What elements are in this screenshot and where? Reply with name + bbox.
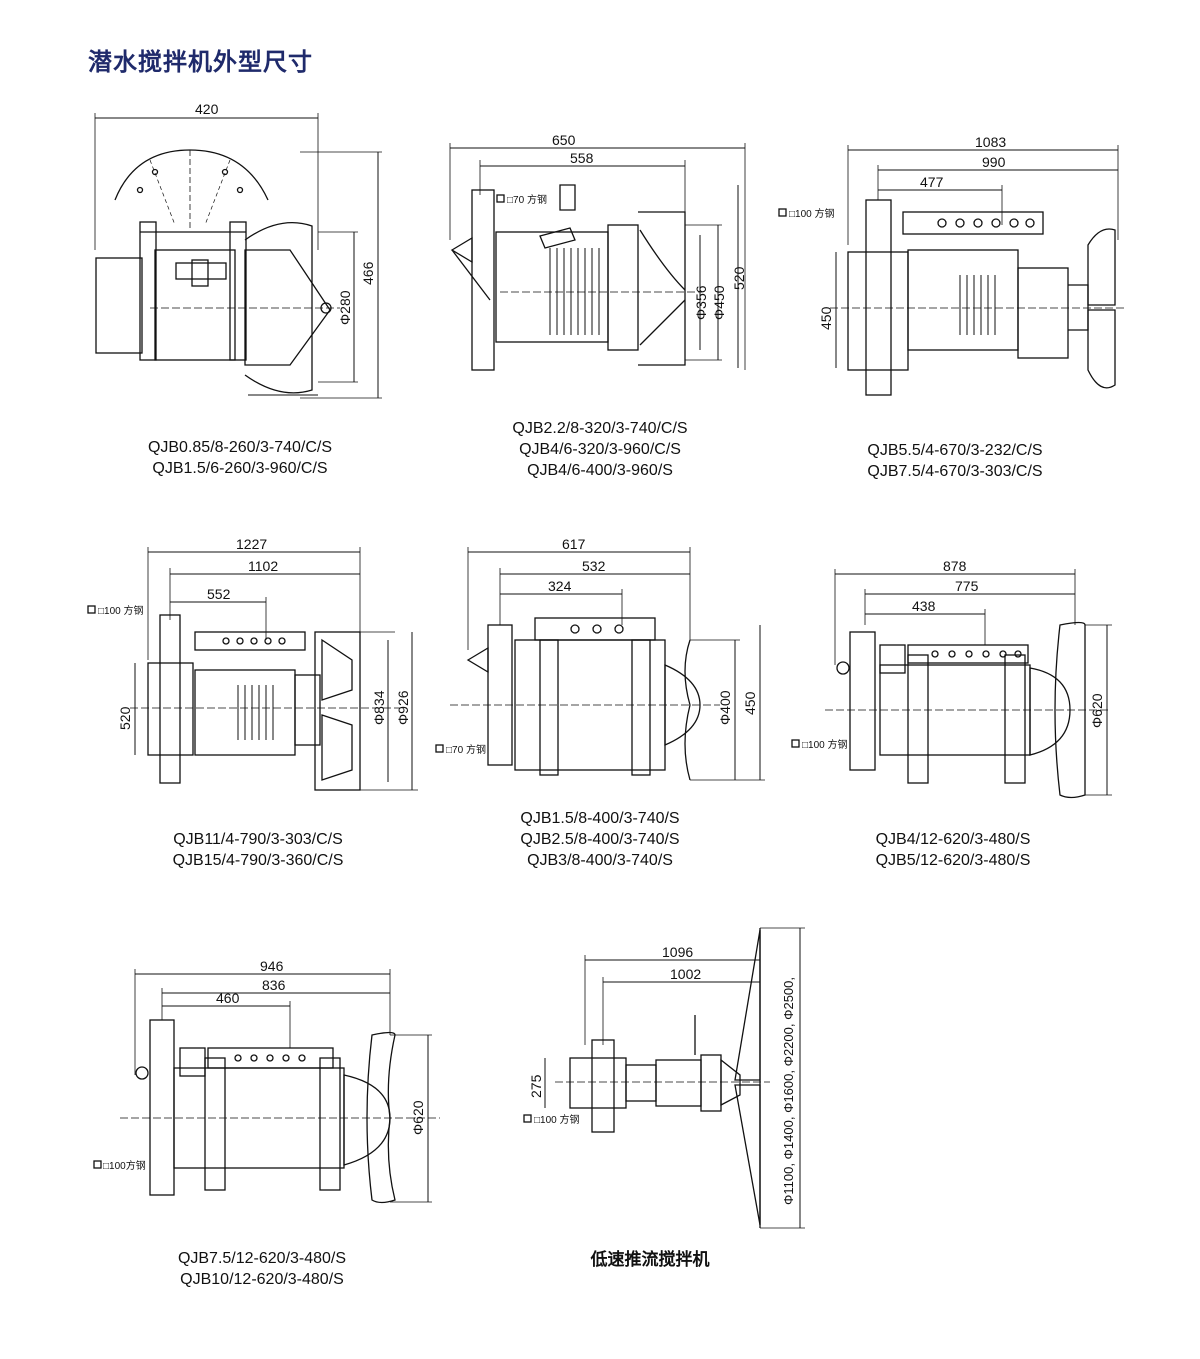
dim-d4: 450 [818, 306, 834, 330]
steel-label: □100 方钢 [534, 1113, 580, 1126]
dim-d1: 878 [943, 558, 967, 574]
model-name: QJB5.5/4-670/3-232/C/S [867, 442, 1043, 459]
model-name: QJB3/8-400/3-740/S [527, 852, 673, 869]
dim-d1: 1227 [236, 536, 267, 552]
dim-d1: 420 [195, 101, 219, 117]
caption-3: QJB5.5/4-670/3-232/C/S QJB7.5/4-670/3-30… [825, 440, 1085, 482]
dim-d2: 836 [262, 977, 286, 993]
dim-d2: 775 [955, 578, 979, 594]
caption-6: QJB4/12-620/3-480/S QJB5/12-620/3-480/S [823, 829, 1083, 871]
model-name: QJB4/12-620/3-480/S [875, 831, 1031, 848]
steel-label: □70 方钢 [446, 743, 486, 756]
dim-d5: 520 [731, 266, 747, 290]
dim-d3: 552 [207, 586, 231, 602]
dim-d5: 450 [742, 691, 758, 715]
dim-d2: 990 [982, 154, 1006, 170]
model-name: QJB7.5/4-670/3-303/C/S [867, 463, 1043, 480]
dim-d4: 520 [117, 706, 133, 730]
dim-d2: 532 [582, 558, 606, 574]
dim-d3: 460 [216, 990, 240, 1006]
model-name: QJB5/12-620/3-480/S [875, 852, 1031, 869]
drawing-3: 1083 990 477 □100 方钢 450 [778, 134, 1125, 396]
drawing-5: 617 532 324 □70 方钢 Φ400 450 [435, 536, 765, 781]
drawing-6: 878 775 438 □100 方钢 Φ620 [791, 558, 1112, 799]
model-name: QJB7.5/12-620/3-480/S [177, 1250, 347, 1267]
dim-d3: 324 [548, 578, 572, 594]
caption-7: QJB7.5/12-620/3-480/S QJB10/12-620/3-480… [132, 1248, 392, 1290]
dim-d3: 477 [920, 174, 944, 190]
dim-d4: Φ400 [717, 690, 733, 725]
dim-d4: Φ1100, Φ1400, Φ1600, Φ2200, Φ2500, [781, 977, 796, 1205]
model-name: QJB4/6-400/3-960/S [527, 462, 673, 479]
dim-d4: Φ620 [410, 1100, 426, 1135]
dim-d1: 650 [552, 132, 576, 148]
caption-8: 低速推流搅拌机 [550, 1250, 750, 1271]
dim-d2: 466 [360, 261, 376, 285]
drawing-2: 650 558 □70 方钢 Φ356 Φ450 520 [449, 132, 747, 371]
model-name: QJB1.5/6-260/3-960/C/S [152, 460, 328, 477]
steel-label: □70 方钢 [507, 193, 547, 206]
dim-d3: Φ356 [693, 285, 709, 320]
model-name: QJB2.2/8-320/3-740/C/S [512, 420, 688, 437]
dim-d1: 617 [562, 536, 586, 552]
steel-label: □100 方钢 [802, 738, 848, 751]
drawing-4: 1227 1102 552 □100 方钢 520 Φ834 Φ926 [87, 536, 418, 791]
model-name: QJB15/4-790/3-360/C/S [172, 852, 344, 869]
dim-d5: Φ834 [371, 690, 387, 725]
steel-label: □100 方钢 [789, 207, 835, 220]
dim-d6: Φ926 [395, 690, 411, 725]
caption-1: QJB0.85/8-260/3-740/C/S QJB1.5/6-260/3-9… [110, 437, 370, 479]
model-name: QJB4/6-320/3-960/C/S [519, 441, 681, 458]
dim-d2: 1102 [248, 558, 278, 574]
dim-d1: 946 [260, 958, 284, 974]
model-name: QJB0.85/8-260/3-740/C/S [147, 439, 333, 456]
drawing-8: 1096 1002 □100 方钢 275 Φ1100, Φ1400, Φ160… [523, 927, 805, 1229]
dim-d4: Φ620 [1089, 693, 1105, 728]
dim-d3: 438 [912, 598, 936, 614]
model-name: QJB2.5/8-400/3-740/S [520, 831, 680, 848]
steel-label: □100 方钢 [98, 604, 144, 617]
steel-label: □100方钢 [103, 1159, 146, 1172]
dim-d2: 1002 [670, 966, 701, 982]
drawing-1: 420 466 Φ280 [94, 101, 382, 399]
caption-4: QJB11/4-790/3-303/C/S QJB15/4-790/3-360/… [128, 829, 388, 871]
model-name: QJB10/12-620/3-480/S [180, 1271, 344, 1288]
dim-d4: Φ450 [711, 285, 727, 320]
drawing-7: 946 836 460 □100方钢 Φ620 [93, 958, 440, 1204]
dim-d3: Φ280 [337, 290, 353, 325]
model-name: QJB1.5/8-400/3-740/S [520, 810, 680, 827]
dim-d1: 1096 [662, 944, 693, 960]
dim-d3: 275 [528, 1074, 544, 1098]
model-name: 低速推流搅拌机 [590, 1250, 710, 1270]
caption-2: QJB2.2/8-320/3-740/C/S QJB4/6-320/3-960/… [470, 418, 730, 481]
page-title: 潜水搅拌机外型尺寸 [88, 48, 313, 76]
dim-d1: 1083 [975, 134, 1006, 150]
dim-d2: 558 [570, 150, 594, 166]
model-name: QJB11/4-790/3-303/C/S [173, 831, 343, 848]
caption-5: QJB1.5/8-400/3-740/S QJB2.5/8-400/3-740/… [470, 808, 730, 871]
